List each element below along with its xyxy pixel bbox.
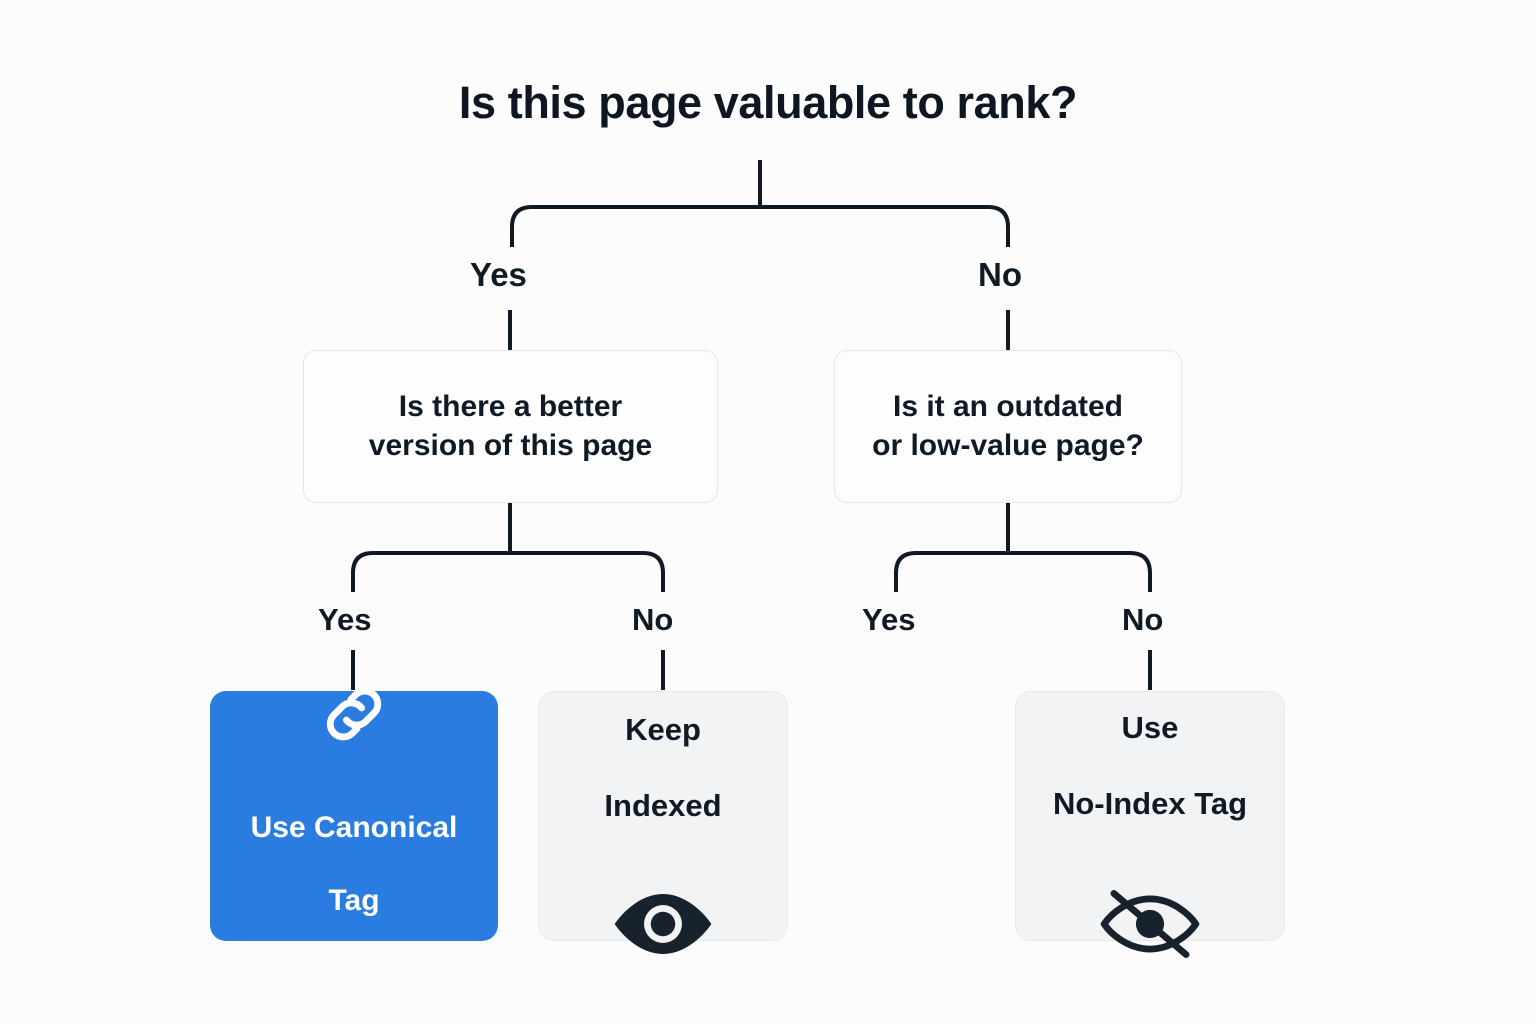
terminal-keep-indexed[interactable]: Keep Indexed: [538, 691, 788, 954]
terminal-keep-indexed-line2: Indexed: [604, 787, 722, 823]
decision-outdated-low-value-text: Is it an outdated or low-value page?: [872, 388, 1144, 465]
branch-label-right-yes: Yes: [862, 602, 916, 637]
terminal-use-no-index-tag-line2: No-Index Tag: [1052, 785, 1248, 821]
terminal-use-canonical-tag-label: Use Canonical Tag: [251, 774, 458, 957]
link-chain-icon: [316, 676, 392, 752]
terminal-use-canonical-tag-line1: Use Canonical: [250, 811, 458, 845]
decision-better-version-line2: version of this page: [368, 428, 653, 462]
branch-label-right-no: No: [1122, 602, 1164, 637]
eye-off-icon: [1098, 887, 1202, 961]
branch-label-left-no: No: [632, 602, 674, 637]
terminal-use-canonical-tag-line2: Tag: [328, 884, 380, 918]
terminal-use-no-index-tag[interactable]: Use No-Index Tag: [1015, 691, 1285, 958]
decision-better-version-text: Is there a better version of this page: [369, 388, 652, 465]
eye-icon: [611, 889, 715, 959]
decision-outdated-low-value-line1: Is it an outdated: [892, 390, 1123, 424]
branch-label-root-yes: Yes: [470, 256, 527, 293]
edge-decision-left-bracket: [351, 551, 665, 592]
edge-decision-right-bracket: [894, 551, 1152, 592]
edge-root-bracket: [510, 205, 1010, 247]
decision-better-version[interactable]: Is there a better version of this page: [303, 350, 718, 503]
decision-outdated-low-value-line2: or low-value page?: [872, 428, 1144, 462]
terminal-use-no-index-tag-label: Use No-Index Tag: [1053, 671, 1247, 860]
terminal-use-canonical-tag[interactable]: Use Canonical Tag: [210, 687, 498, 941]
branch-label-left-yes: Yes: [318, 602, 372, 637]
page-title: Is this page valuable to rank?: [458, 77, 1078, 128]
terminal-keep-indexed-line1: Keep: [625, 712, 701, 748]
decision-outdated-low-value[interactable]: Is it an outdated or low-value page?: [834, 350, 1182, 503]
decision-better-version-line1: Is there a better: [398, 390, 623, 424]
terminal-keep-indexed-label: Keep Indexed: [604, 673, 721, 862]
branch-label-root-no: No: [978, 256, 1022, 293]
terminal-use-no-index-tag-line1: Use: [1121, 710, 1179, 746]
